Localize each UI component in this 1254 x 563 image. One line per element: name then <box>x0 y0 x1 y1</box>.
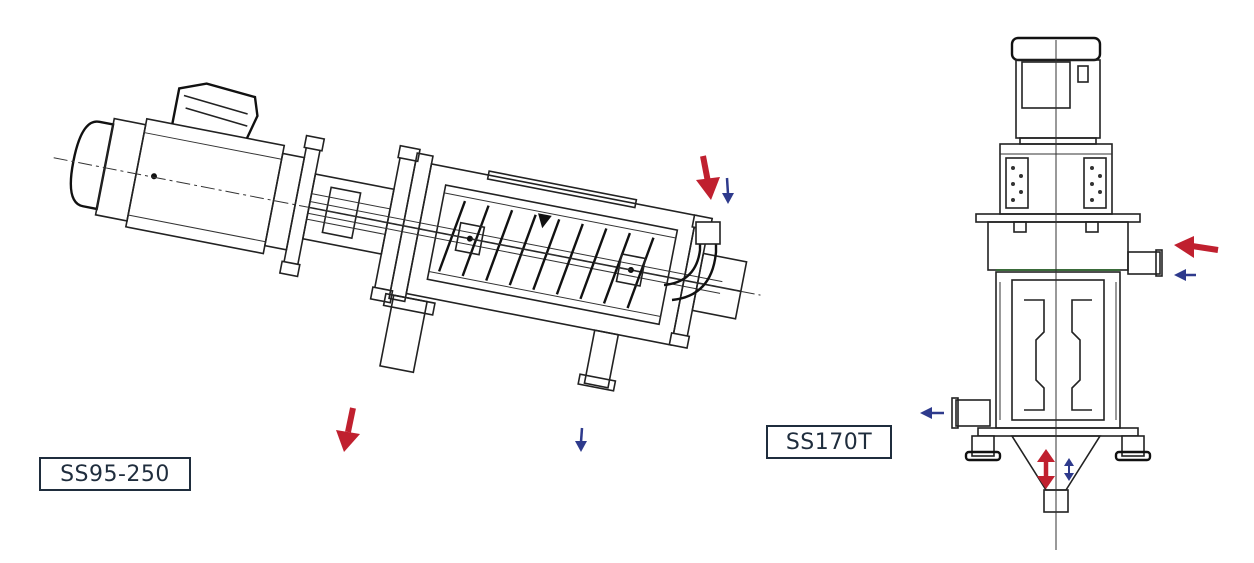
model-label-ss95-250: SS95-250 <box>39 457 191 491</box>
model-label-ss170t: SS170T <box>766 425 892 459</box>
coolant-inlet-arrow <box>722 177 734 204</box>
cone-coolant-flow-arrow <box>1064 458 1074 481</box>
coolant-outlet <box>577 329 620 392</box>
side-outlet-nozzle <box>951 397 991 429</box>
vertical-motor <box>1010 36 1102 145</box>
primary-discharge-arrow <box>336 407 360 452</box>
cone-primary-flow-arrow <box>1037 449 1055 489</box>
motor-end-cap <box>69 117 147 222</box>
vessel-body <box>987 221 1129 429</box>
horizontal-pump-drawing <box>53 82 761 392</box>
coolant-outlet-arrow <box>575 427 587 452</box>
coolant-inlet-pipe <box>663 221 721 302</box>
model-label-text: SS95-250 <box>60 461 170 487</box>
top-plate <box>975 213 1141 233</box>
model-label-text: SS170T <box>785 429 873 455</box>
motor-body <box>124 82 306 255</box>
side-coolant-inlet-arrow <box>1174 269 1196 281</box>
motor-flange <box>278 134 395 278</box>
side-inlet-nozzle <box>1127 249 1163 277</box>
side-coolant-outlet-arrow <box>920 407 944 419</box>
side-primary-inlet-arrow <box>1174 236 1219 258</box>
barrel-jacket <box>405 163 698 346</box>
primary-inlet-arrow <box>696 155 720 200</box>
bottom-flange <box>964 427 1152 462</box>
discharge-outlet <box>379 292 436 374</box>
vertical-pump-drawing <box>951 36 1163 550</box>
